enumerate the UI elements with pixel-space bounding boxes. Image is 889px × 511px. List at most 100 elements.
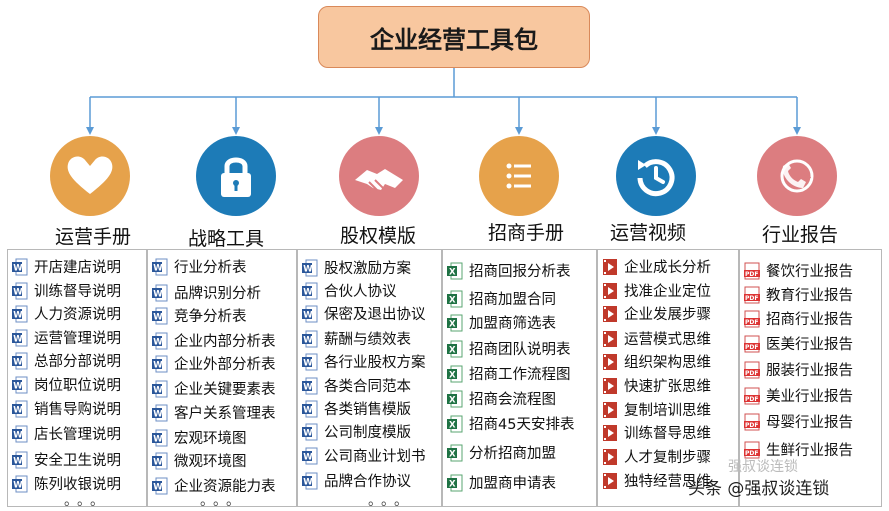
file-item-label: 合伙人协议 bbox=[324, 284, 397, 300]
svg-text:X: X bbox=[449, 295, 456, 305]
file-item[interactable]: 人才复制步骤 bbox=[602, 446, 711, 467]
svg-text:W: W bbox=[153, 337, 163, 347]
file-item-label: 店长管理说明 bbox=[34, 427, 121, 443]
svg-text:W: W bbox=[13, 430, 23, 440]
svg-text:24: 24 bbox=[800, 172, 812, 181]
file-item-label: 岗位职位说明 bbox=[34, 378, 121, 394]
svg-text:W: W bbox=[13, 381, 23, 391]
file-item-label: 美业行业报告 bbox=[766, 389, 853, 405]
phone-24-icon: 24 bbox=[780, 159, 814, 193]
file-item[interactable]: 企业成长分析 bbox=[602, 256, 711, 277]
file-item[interactable]: 复制培训思维 bbox=[602, 399, 711, 420]
file-item-label: 微观环境图 bbox=[174, 454, 247, 470]
svg-text:W: W bbox=[303, 335, 313, 345]
file-item-label: 企业资源能力表 bbox=[174, 479, 276, 495]
word-file-icon: W bbox=[12, 258, 28, 276]
file-item[interactable]: 独特经营思维 bbox=[602, 470, 711, 491]
excel-file-icon: X bbox=[447, 474, 463, 492]
svg-text:W: W bbox=[153, 385, 163, 395]
word-file-icon: W bbox=[152, 307, 168, 325]
branch-arrow-3 bbox=[375, 127, 383, 135]
svg-text:W: W bbox=[13, 480, 23, 490]
file-item-label: 快速扩张思维 bbox=[624, 379, 711, 395]
cat-5-file-list: 企业成长分析找准企业定位企业发展步骤运营模式思维组织架构思维快速扩张思维复制培训… bbox=[597, 249, 739, 507]
more-items-ellipsis: 。。。 bbox=[368, 493, 414, 507]
file-item[interactable]: 运营模式思维 bbox=[602, 328, 711, 349]
watermark-ghost-text: 强叔谈连锁 bbox=[728, 459, 798, 475]
file-item-label: 安全卫生说明 bbox=[34, 453, 121, 469]
word-file-icon: W bbox=[152, 452, 168, 470]
svg-text:W: W bbox=[153, 409, 163, 419]
word-file-icon: W bbox=[302, 353, 318, 371]
file-item[interactable]: W 微观环境图 bbox=[152, 450, 247, 471]
cat-3-badge bbox=[339, 136, 419, 216]
svg-text:PDF: PDF bbox=[745, 396, 758, 403]
file-item-label: 找准企业定位 bbox=[624, 284, 711, 300]
diagram-title: 企业经营工具包 bbox=[318, 6, 590, 68]
video-file-icon bbox=[602, 448, 618, 466]
file-item[interactable]: 找准企业定位 bbox=[602, 280, 711, 301]
file-item[interactable]: 企业发展步骤 bbox=[602, 303, 711, 324]
file-item[interactable]: W 店长管理说明 bbox=[12, 423, 121, 444]
file-item-label: 公司制度模版 bbox=[324, 425, 411, 441]
pdf-file-icon: PDF bbox=[744, 387, 760, 405]
file-item-label: 餐饮行业报告 bbox=[766, 264, 853, 280]
file-item[interactable]: W 开店建店说明 bbox=[12, 256, 121, 277]
file-item[interactable]: 快速扩张思维 bbox=[602, 375, 711, 396]
heart-icon bbox=[67, 156, 113, 194]
file-item-label: 开店建店说明 bbox=[34, 260, 121, 276]
svg-text:PDF: PDF bbox=[745, 319, 758, 326]
cat-1-badge bbox=[50, 136, 130, 216]
file-item-label: 销售导购说明 bbox=[34, 402, 121, 418]
file-item[interactable]: PDF 美业行业报告 bbox=[744, 385, 853, 406]
file-item[interactable]: 组织架构思维 bbox=[602, 351, 711, 372]
word-file-icon: W bbox=[302, 330, 318, 348]
file-item[interactable]: 训练督导思维 bbox=[602, 422, 711, 443]
svg-text:W: W bbox=[303, 310, 313, 320]
file-item[interactable]: W 岗位职位说明 bbox=[12, 374, 121, 395]
video-file-icon bbox=[602, 472, 618, 490]
